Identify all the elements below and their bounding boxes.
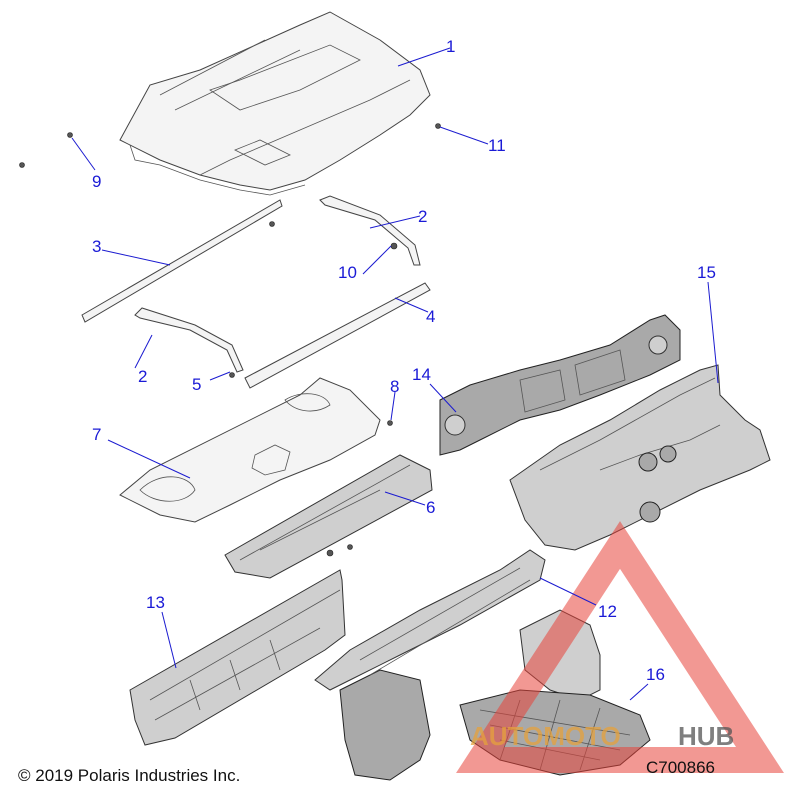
callout-13: 13 bbox=[146, 593, 165, 612]
callout-9: 9 bbox=[92, 172, 101, 191]
side-panel-part bbox=[129, 569, 346, 746]
leader-line bbox=[439, 126, 489, 145]
callout-4: 4 bbox=[426, 307, 435, 326]
diagram-code: C700866 bbox=[646, 758, 716, 777]
copyright-text: © 2019 Polaris Industries Inc. bbox=[18, 766, 241, 785]
trim-panel-part bbox=[224, 454, 433, 579]
watermark-logo bbox=[456, 521, 784, 773]
roof-part bbox=[119, 11, 431, 196]
leader-line bbox=[369, 215, 421, 229]
left-rail-part bbox=[81, 199, 283, 323]
dash-frame-part bbox=[439, 314, 681, 456]
leader-line bbox=[397, 47, 451, 67]
fasteners bbox=[19, 123, 441, 557]
fastener-icon bbox=[269, 221, 275, 227]
floor-pan-part bbox=[509, 364, 771, 551]
leader-line bbox=[539, 577, 597, 606]
headliner-part bbox=[119, 377, 381, 523]
fastener-icon bbox=[19, 162, 25, 168]
callout-10: 10 bbox=[338, 263, 357, 282]
leader-line bbox=[134, 334, 153, 369]
leader-line bbox=[101, 249, 171, 266]
callout-15: 15 bbox=[697, 263, 716, 282]
callout-1: 1 bbox=[446, 37, 455, 56]
rear-rail-cap-part bbox=[134, 307, 244, 373]
leader-line bbox=[629, 683, 649, 701]
fastener-icon bbox=[387, 420, 393, 426]
callout-5: 5 bbox=[192, 375, 201, 394]
fastener-icon bbox=[390, 242, 398, 250]
fastener-icon bbox=[347, 544, 353, 550]
leader-line bbox=[390, 391, 396, 421]
leader-lines bbox=[71, 47, 719, 701]
watermark-text: AUTOMOTO HUB bbox=[470, 721, 734, 751]
watermark-triangle-icon bbox=[456, 521, 784, 773]
leader-line bbox=[107, 439, 191, 479]
callout-labels: 1 2 2 3 4 5 6 7 8 9 10 11 12 13 14 15 16 bbox=[92, 37, 716, 684]
callout-11: 11 bbox=[488, 136, 506, 155]
callout-8: 8 bbox=[390, 377, 399, 396]
fastener-icon bbox=[67, 132, 73, 138]
leader-line bbox=[394, 297, 429, 313]
leader-line bbox=[71, 137, 96, 171]
callout-16: 16 bbox=[646, 665, 665, 684]
callout-7: 7 bbox=[92, 425, 101, 444]
watermark-brand-auto: AUTOMOTO bbox=[470, 721, 621, 751]
leader-line bbox=[209, 371, 231, 381]
fastener-icon bbox=[229, 372, 235, 378]
fastener-icon bbox=[435, 123, 441, 129]
callout-2-lower: 2 bbox=[138, 367, 147, 386]
rocker-panel-part bbox=[314, 549, 546, 781]
fastener-icon bbox=[326, 549, 334, 557]
leader-line bbox=[161, 611, 177, 669]
leader-line bbox=[384, 491, 426, 506]
callout-2-upper: 2 bbox=[418, 207, 427, 226]
callout-12: 12 bbox=[598, 602, 617, 621]
callout-6: 6 bbox=[426, 498, 435, 517]
right-rail-cap-part bbox=[319, 195, 421, 266]
right-rail-part bbox=[244, 282, 431, 389]
callout-3: 3 bbox=[92, 237, 101, 256]
leader-line bbox=[707, 281, 719, 384]
leader-line bbox=[362, 245, 392, 275]
watermark-brand-hub: HUB bbox=[678, 721, 734, 751]
callout-14: 14 bbox=[412, 365, 431, 384]
leader-line bbox=[429, 383, 457, 413]
